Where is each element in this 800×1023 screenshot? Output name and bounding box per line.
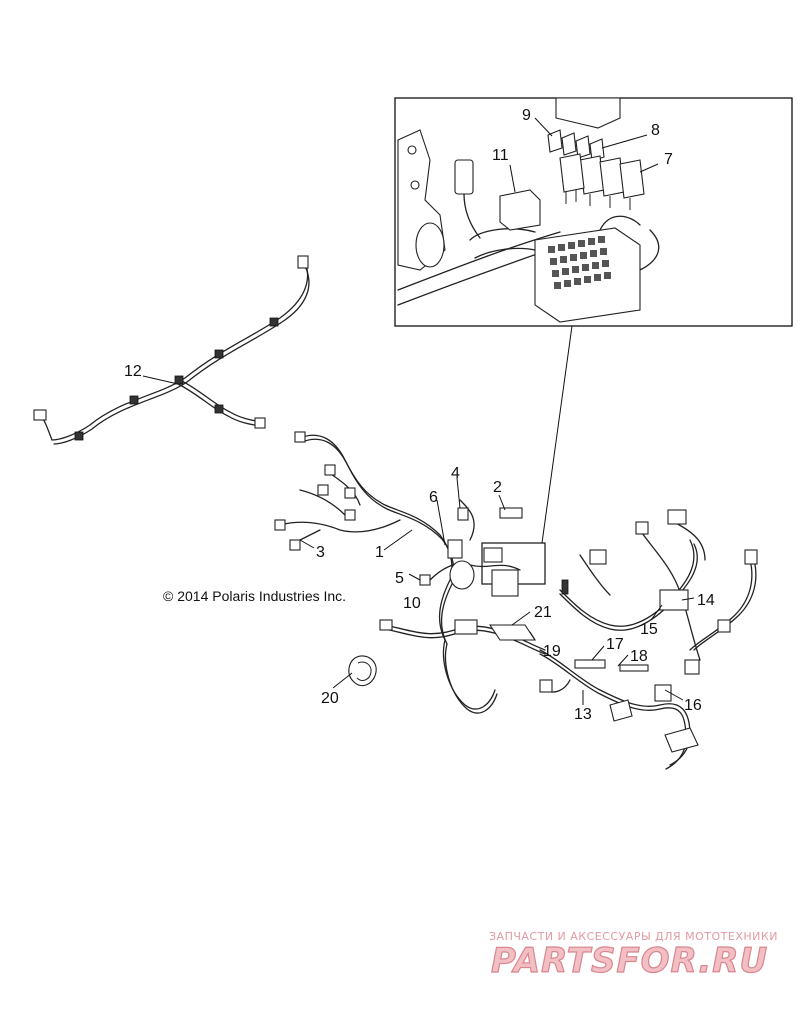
callout-16: 16 [684, 697, 702, 714]
callout-21: 21 [534, 604, 552, 621]
relay-block [559, 153, 645, 210]
callout-2: 2 [493, 479, 502, 496]
watermark-tagline: ЗАПЧАСТИ И АКСЕССУАРЫ ДЛЯ МОТОТЕХНИКИ [489, 930, 778, 943]
harness-12 [33, 255, 310, 445]
callout-9: 9 [522, 107, 531, 124]
callout-7: 7 [664, 151, 673, 168]
callout-5: 5 [395, 570, 404, 587]
callout-11: 11 [492, 147, 509, 164]
right-harness [488, 509, 758, 770]
watermark-brand: PARTSFOR.RU [491, 941, 768, 981]
copyright-notice: © 2014 Polaris Industries Inc. [163, 588, 346, 604]
callout-18: 18 [630, 648, 648, 665]
callout-6: 6 [429, 489, 438, 506]
detail-inset [394, 97, 793, 327]
callout-20: 20 [321, 690, 339, 707]
callout-12: 12 [124, 363, 142, 380]
callout-1: 1 [375, 544, 384, 561]
callout-3: 3 [316, 544, 325, 561]
callout-15: 15 [640, 621, 658, 638]
callout-10: 10 [403, 595, 421, 612]
callout-19: 19 [543, 643, 561, 660]
main-harness [274, 431, 546, 714]
callout-13: 13 [574, 706, 592, 723]
watermark: ЗАПЧАСТИ И АКСЕССУАРЫ ДЛЯ МОТОТЕХНИКИ PA… [489, 930, 778, 982]
callout-8: 8 [651, 122, 660, 139]
callout-14: 14 [697, 592, 715, 609]
fuse-row [547, 129, 605, 162]
leader-lines [142, 375, 695, 705]
grommet-20 [348, 655, 377, 687]
callout-4: 4 [451, 465, 460, 482]
callout-labels: 1 2 3 4 5 6 7 8 9 10 11 12 13 14 15 16 1… [124, 107, 715, 723]
callout-17: 17 [606, 636, 624, 653]
